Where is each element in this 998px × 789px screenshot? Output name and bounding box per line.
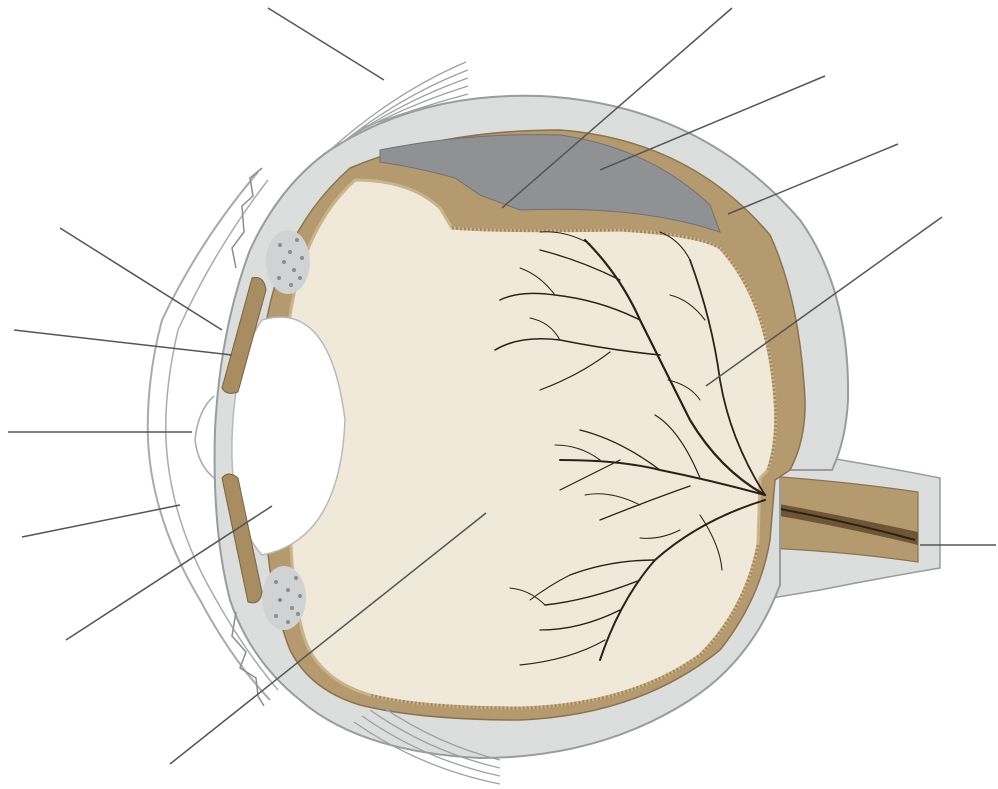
leader-line-iris xyxy=(14,330,232,355)
optic-nerve xyxy=(760,455,940,600)
leader-line-superior-muscle xyxy=(268,8,384,80)
leader-line-ciliary-body xyxy=(60,228,222,330)
leader-line-cornea xyxy=(22,505,180,537)
vitreous-body xyxy=(288,180,776,708)
